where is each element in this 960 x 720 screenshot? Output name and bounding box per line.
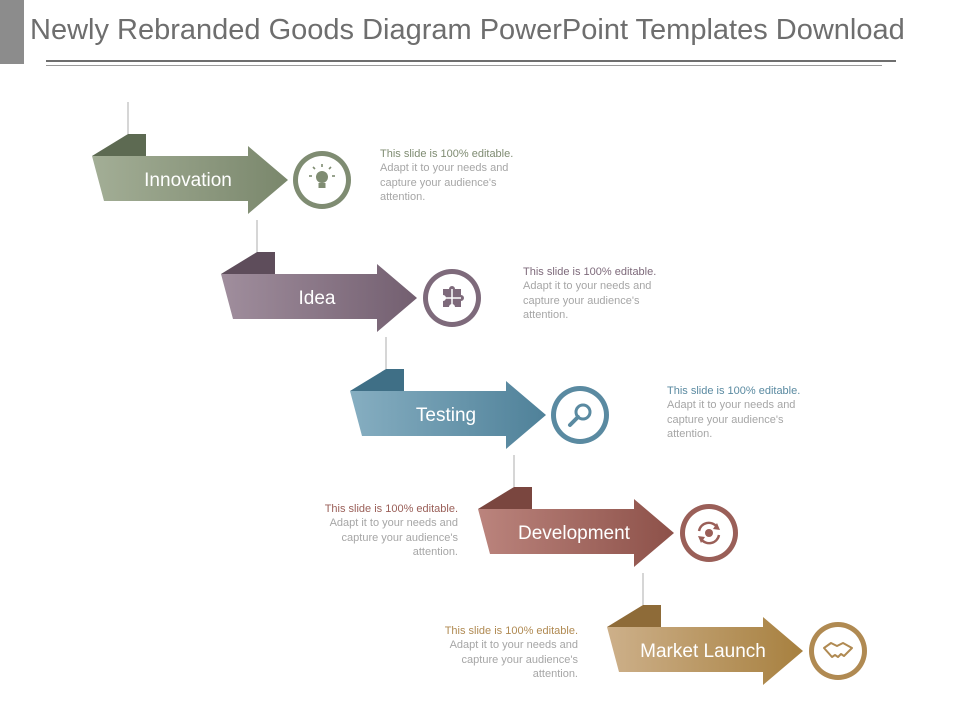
handshake-icon: [823, 642, 853, 658]
description-lead: This slide is 100% editable.: [667, 385, 801, 397]
page-title: Newly Rebranded Goods Diagram PowerPoint…: [30, 14, 905, 46]
description-lead: This slide is 100% editable.: [444, 625, 578, 637]
ribbon-fold: [607, 605, 661, 627]
step-arrow: [221, 264, 417, 332]
description-body: Adapt it to your needs and capture your …: [449, 639, 578, 680]
step-description: This slide is 100% editable. Adapt it to …: [523, 265, 683, 322]
title-rule-thin: [46, 65, 882, 66]
step-3: Testing: [350, 337, 609, 449]
step-description: This slide is 100% editable. Adapt it to …: [418, 624, 578, 681]
title-rule: [46, 60, 896, 62]
description-body: Adapt it to your needs and capture your …: [667, 399, 796, 440]
step-description: This slide is 100% editable. Adapt it to …: [667, 384, 827, 441]
description-lead: This slide is 100% editable.: [324, 503, 458, 515]
step-arrow: [350, 381, 546, 449]
step-2: Idea: [221, 220, 481, 332]
step-label: Development: [518, 523, 631, 544]
icon-disc: [814, 627, 862, 675]
step-label: Testing: [416, 405, 476, 426]
step-description: This slide is 100% editable. Adapt it to …: [298, 502, 458, 559]
step-5: Market Launch: [607, 573, 867, 685]
step-label: Innovation: [144, 170, 232, 191]
step-label: Idea: [299, 288, 336, 309]
gear-cycle-icon: [697, 521, 721, 545]
description-lead: This slide is 100% editable.: [523, 266, 657, 278]
lightbulb-icon: [309, 164, 335, 188]
magnifier-icon: [568, 403, 592, 427]
description-body: Adapt it to your needs and capture your …: [329, 517, 458, 558]
step-arrow: [92, 146, 288, 214]
step-arrow: [478, 499, 674, 567]
step-4: Development: [478, 455, 738, 567]
title-accent-bar: [0, 0, 24, 64]
ribbon-fold: [350, 369, 404, 391]
step-description: This slide is 100% editable. Adapt it to …: [380, 147, 540, 204]
ribbon-fold: [92, 134, 146, 156]
step-1: Innovation: [92, 102, 351, 214]
ribbon-fold: [478, 487, 532, 509]
description-lead: This slide is 100% editable.: [380, 148, 514, 160]
description-body: Adapt it to your needs and capture your …: [523, 280, 652, 321]
description-body: Adapt it to your needs and capture your …: [380, 162, 509, 203]
step-label: Market Launch: [640, 641, 766, 662]
icon-disc: [556, 391, 604, 439]
ribbon-fold: [221, 252, 275, 274]
puzzle-icon: [443, 286, 464, 307]
step-arrow: [607, 617, 803, 685]
